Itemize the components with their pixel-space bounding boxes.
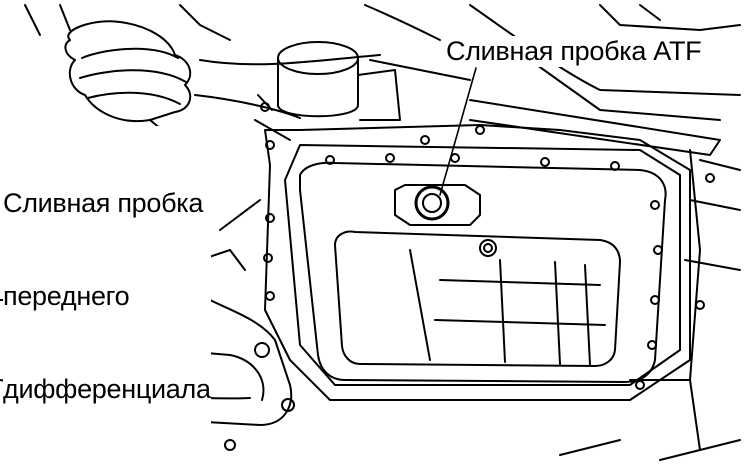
atf-drain-plug-label: Сливная пробка ATF [446,36,702,67]
oil-pan [299,161,667,383]
front-diff-drain-plug-label: Сливная пробка переднего дифференциала [3,126,211,467]
front-diff-label-line-1: Сливная пробка [3,188,204,218]
front-diff-label-line-3: дифференциала [3,374,211,404]
filter-housing [254,41,401,141]
atf-drain-plug [394,184,481,226]
front-diff-label-line-2: переднего [3,281,130,311]
